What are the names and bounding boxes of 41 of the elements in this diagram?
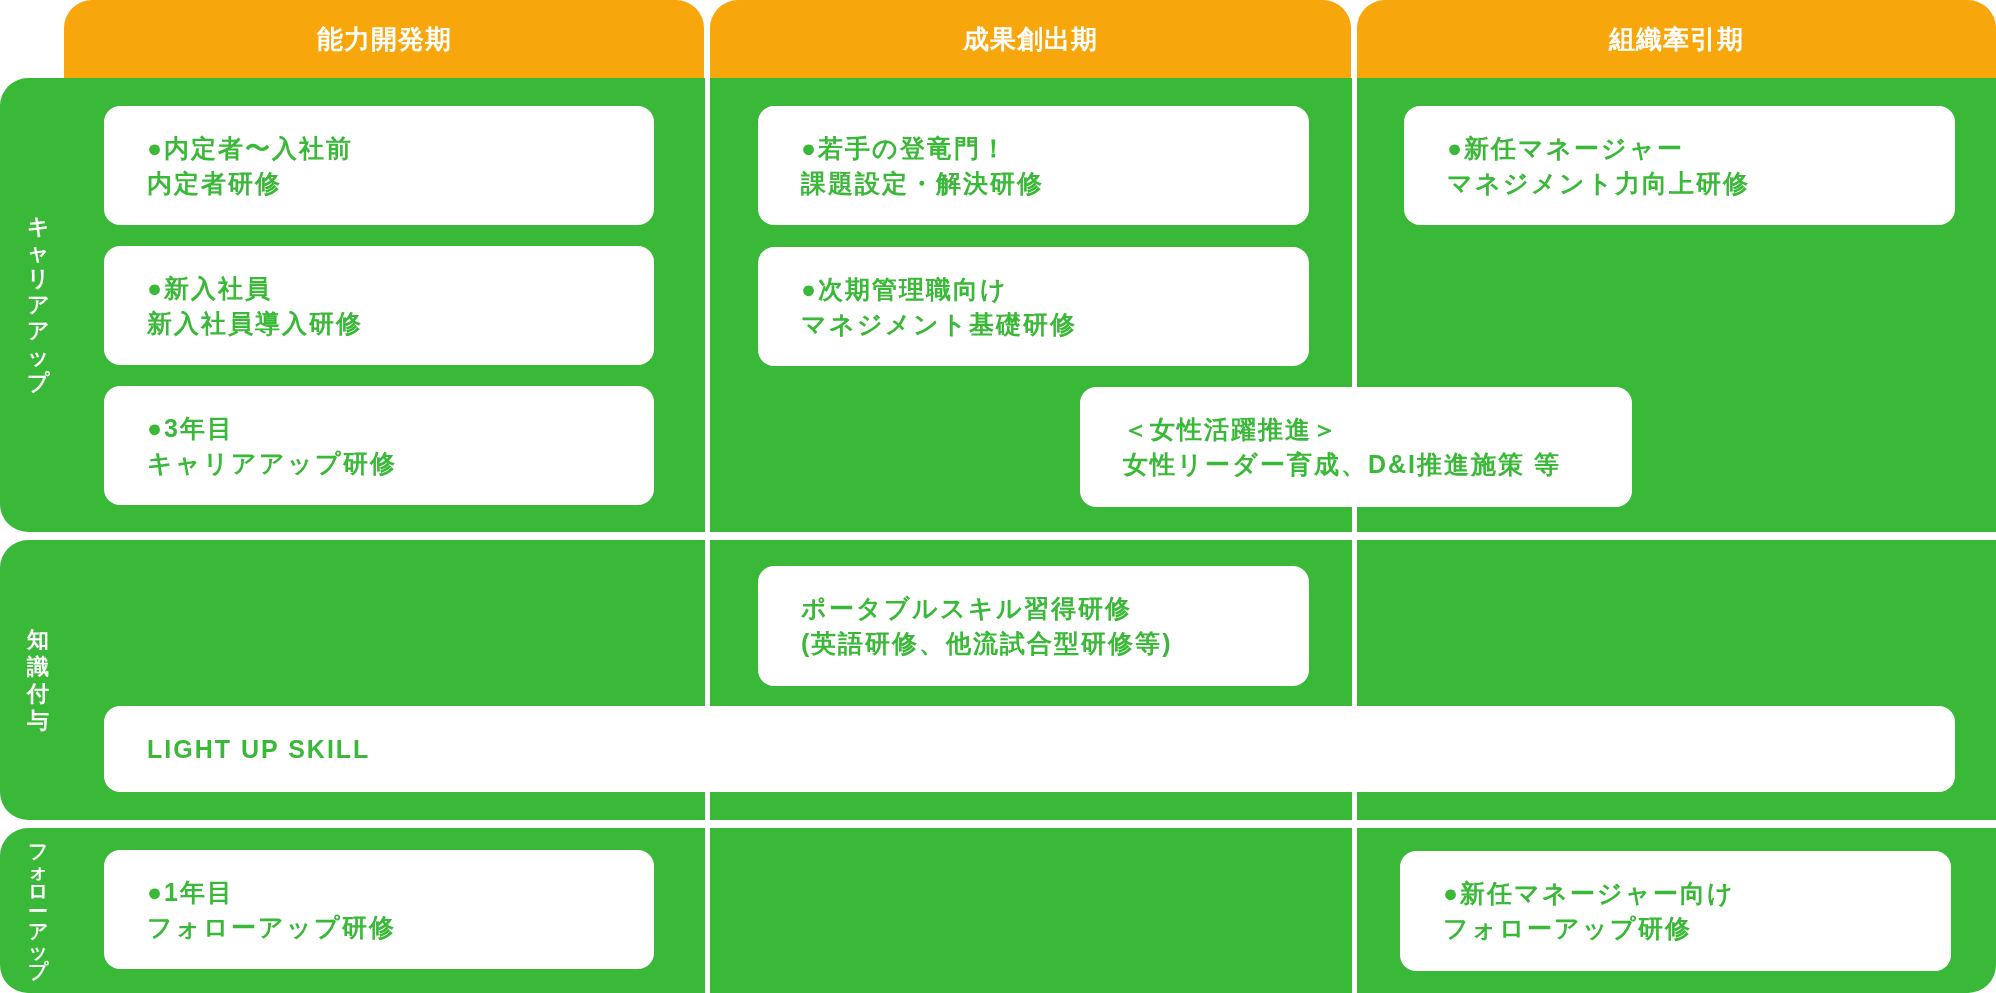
row-label: キャリアアップ: [25, 214, 51, 396]
card-heading: ●次期管理職向け: [801, 273, 1009, 305]
card-heading: ●新任マネージャー: [1447, 132, 1685, 164]
card-heading: ●3年目: [147, 412, 234, 444]
card-text: キャリアアップ研修: [147, 447, 397, 479]
row-label: フォローアップ: [27, 840, 50, 981]
program-card: [1080, 387, 1632, 507]
card-text: マネジメント基礎研修: [801, 308, 1077, 340]
card-heading: ポータブルスキル習得研修: [801, 593, 1132, 624]
card-heading: ●新入社員: [147, 272, 273, 304]
header-tab: 能力開発期: [64, 0, 704, 78]
row-band: [0, 828, 1996, 993]
card-heading: ●新任マネージャー向け: [1443, 878, 1736, 909]
card-text: 新入社員導入研修: [147, 307, 363, 339]
card-text: マネジメント力向上研修: [1447, 167, 1750, 199]
card-heading: ●若手の登竜門！: [801, 132, 1009, 164]
card-text: フォローアップ研修: [147, 911, 396, 943]
row-band: [0, 78, 1996, 532]
card-text: フォローアップ研修: [1443, 913, 1692, 944]
card-text: 女性リーダー育成、D&I推進施策 等: [1123, 449, 1561, 480]
row-band: [0, 540, 1996, 820]
card-text: 内定者研修: [147, 167, 282, 199]
header-tab: 組織牽引期: [1357, 0, 1996, 78]
card-heading: ●内定者〜入社前: [147, 132, 354, 164]
card-text: 課題設定・解決研修: [801, 167, 1044, 199]
program-card: [758, 247, 1309, 366]
card-heading: ●1年目: [147, 876, 234, 908]
program-card: [104, 246, 654, 365]
program-card: [104, 106, 654, 225]
program-card: [104, 850, 654, 969]
program-card: [758, 106, 1309, 225]
program-card: [104, 706, 1955, 792]
program-card: [758, 566, 1309, 686]
row-label: 知識付与: [25, 626, 50, 734]
card-text: LIGHT UP SKILL: [147, 733, 371, 765]
card-heading: ＜女性活躍推進＞: [1123, 414, 1339, 445]
card-text: (英語研修、他流試合型研修等): [801, 628, 1173, 659]
header-tab: 成果創出期: [710, 0, 1351, 78]
program-card: [1404, 106, 1955, 225]
program-card: [1400, 851, 1951, 971]
program-card: [104, 386, 654, 505]
